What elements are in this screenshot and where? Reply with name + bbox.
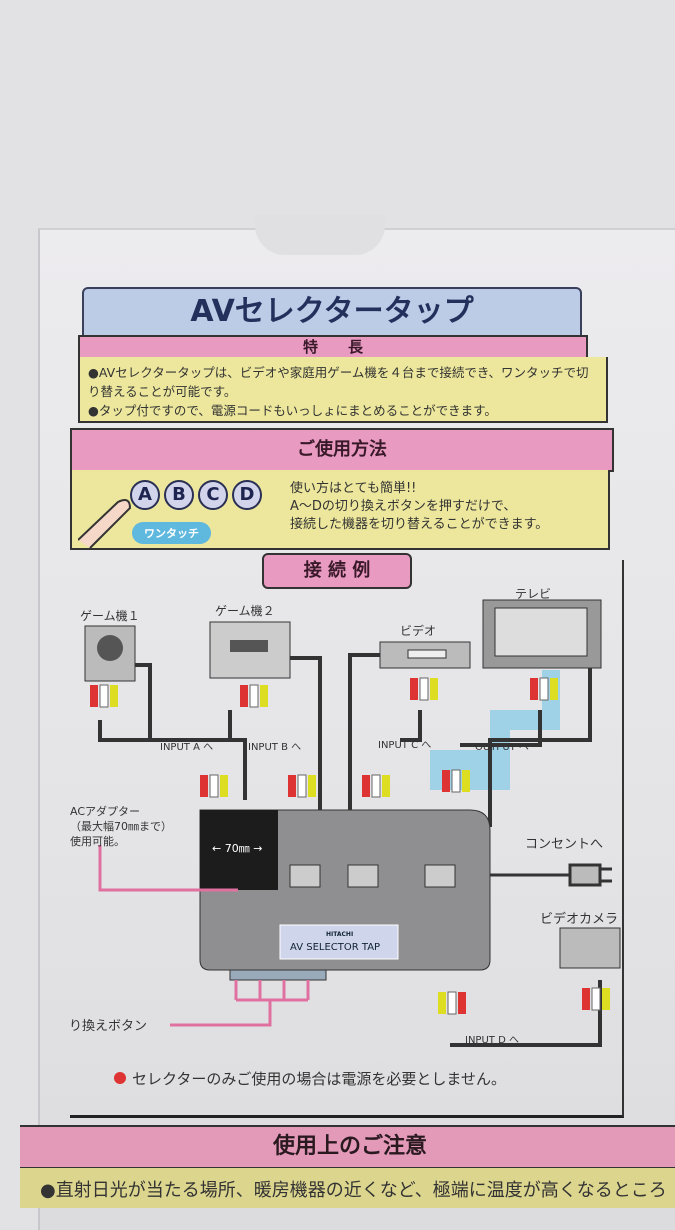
usage-text: 使い方はとても簡単!! A～Dの切り換えボタンを押すだけで、 接続した機器を切り…	[290, 480, 548, 534]
tv-label: テレビ	[515, 587, 551, 601]
brand-logo: HITACHI	[326, 931, 353, 938]
page-title: AVセレクタータップ	[82, 287, 582, 337]
adapter-line: （最大幅70㎜まで）	[70, 819, 172, 833]
power-note: セレクターのみご使用の場合は電源を必要としません。	[132, 1070, 506, 1088]
connection-diagram: ゲーム機１ ゲーム機２ ビデオ テレビ コンセントへ ビデオカメラ INPUT …	[56, 560, 624, 1118]
video-label: ビデオ	[400, 623, 436, 638]
button-b: B	[164, 480, 194, 510]
plug-icon	[490, 863, 612, 887]
hang-hole	[255, 215, 385, 255]
pink-leaders	[98, 845, 310, 1027]
port-a-label: INPUT A へ	[160, 742, 213, 753]
port-c-label: INPUT C へ	[378, 740, 431, 751]
usage-line: 使い方はとても簡単!!	[290, 481, 417, 496]
camera-icon	[559, 927, 621, 969]
outlet-label: コンセントへ	[525, 837, 603, 852]
port-d-label: INPUT D へ	[465, 1035, 519, 1046]
usage-line: A～Dの切り換えボタンを押すだけで、	[290, 499, 517, 514]
example-heading: 接 続 例	[262, 553, 412, 589]
port-b-label: INPUT B へ	[248, 742, 301, 753]
switch-label: 切り換えボタン	[70, 1019, 147, 1034]
output-highlight	[430, 670, 560, 790]
width-label: ← 70㎜ →	[212, 842, 262, 855]
usage-box: A B C D ワンタッチ 使い方はとても簡単!! A～Dの切り換えボタンを押す…	[70, 470, 610, 550]
product-label: AV SELECTOR TAP	[290, 942, 380, 953]
usage-heading: ご使用方法	[70, 428, 614, 472]
adapter-line: ACアダプター	[70, 804, 140, 818]
devices	[84, 599, 602, 790]
game1-label: ゲーム機１	[80, 608, 140, 623]
caution-heading: 使用上のご注意	[20, 1125, 675, 1169]
adapter-line: 使用可能。	[70, 834, 125, 848]
caution-first-item: ●直射日光が当たる場所、暖房機器の近くなど、極端に温度が高くなるところ	[20, 1168, 675, 1208]
button-d: D	[232, 480, 262, 510]
camera-label: ビデオカメラ	[540, 911, 618, 927]
port-out-label: OUTPUT へ	[475, 742, 529, 753]
button-c: C	[198, 480, 228, 510]
button-a: A	[130, 480, 160, 510]
feature-item: ●AVセレクタータップは、ビデオや家庭用ゲーム機を４台まで接続でき、ワンタッチで…	[88, 365, 589, 399]
red-bullet-icon	[114, 1072, 126, 1084]
rca-plugs	[90, 677, 610, 1015]
feature-item: ●タップ付ですので、電源コードもいっしょにまとめることができます。	[88, 403, 497, 418]
finger-icon	[78, 499, 132, 549]
selector-box: ← 70㎜ → HITACHI AV SELECTOR TAP	[199, 809, 491, 981]
features-heading: 特 長	[78, 335, 588, 359]
game2-label: ゲーム機２	[215, 603, 275, 618]
one-touch-bubble: ワンタッチ	[132, 522, 211, 544]
features-list: ●AVセレクタータップは、ビデオや家庭用ゲーム機を４台まで接続でき、ワンタッチで…	[78, 357, 608, 423]
usage-line: 接続した機器を切り替えることができます。	[290, 517, 549, 532]
